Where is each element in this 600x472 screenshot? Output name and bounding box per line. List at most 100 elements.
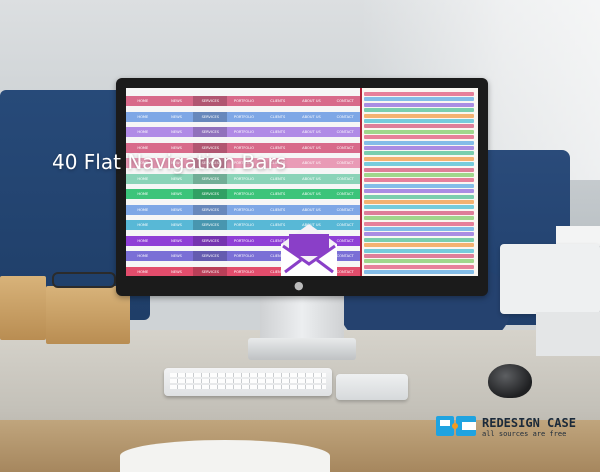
nav-bar-item: SERVICES xyxy=(193,173,228,184)
brand-logo: REDESIGN CASE all sources are free xyxy=(436,414,600,440)
nav-bar-item: CLIENTS xyxy=(270,99,286,103)
nav-bar-thumb xyxy=(364,254,474,258)
nav-bar-item: HOME xyxy=(137,114,149,119)
nav-bar-item: NEWS xyxy=(171,254,182,258)
nav-bar-thumb xyxy=(364,270,474,275)
nav-bar-thumb xyxy=(364,102,474,107)
nav-bar-thumb xyxy=(364,210,474,215)
nav-bar-item: SERVICES xyxy=(193,220,228,230)
nav-bar-item: HOME xyxy=(137,99,149,103)
glasses xyxy=(52,272,116,288)
nav-bar-thumb xyxy=(364,108,474,113)
nav-bar-item: CONTACT xyxy=(336,207,354,212)
nav-bar-thumb xyxy=(364,173,474,177)
nav-bar-item: CLIENTS xyxy=(270,238,286,243)
nav-bar-item: NEWS xyxy=(171,161,182,165)
nav-bar-item: CONTACT xyxy=(336,145,354,150)
nav-bar-item: NEWS xyxy=(171,99,182,103)
nav-bar-item: CLIENTS xyxy=(270,192,286,196)
nav-bar-item: ABOUT US xyxy=(302,114,321,119)
nav-bar-item: CONTACT xyxy=(336,238,354,243)
nav-bar-thumb xyxy=(364,183,474,188)
nav-bar-item: HOME xyxy=(137,130,149,134)
nav-bar-item: SERVICES xyxy=(193,96,228,106)
apple-logo-icon: ● xyxy=(294,279,304,292)
nav-bar-thumb xyxy=(364,178,474,183)
nav-bar-thumb xyxy=(364,227,474,231)
nav-bar-item: CLIENTS xyxy=(270,223,286,227)
nav-bar-thumb xyxy=(364,113,474,118)
nav-bar-item: NEWS xyxy=(171,223,182,227)
trackpad xyxy=(336,374,408,400)
nav-bar-item: CONTACT xyxy=(336,161,354,165)
nav-bar-item: CLIENTS xyxy=(270,145,286,150)
nav-bar-item: NEWS xyxy=(171,130,182,134)
monitor-stand-foot xyxy=(248,338,356,360)
wooden-box-right xyxy=(46,286,130,344)
nav-bar-item: NEWS xyxy=(171,238,182,243)
nav-bar-item: HOME xyxy=(137,238,149,243)
nav-bar-thumb xyxy=(364,232,474,237)
nav-bar-thumb xyxy=(364,248,474,253)
mail-icon xyxy=(281,224,337,276)
nav-bar-item: HOME xyxy=(137,254,149,258)
nav-bar-thumb xyxy=(364,264,474,269)
nav-bar-item: NEWS xyxy=(171,176,182,181)
nav-bar-item: NEWS xyxy=(171,114,182,119)
nav-bar-item: CLIENTS xyxy=(270,176,286,181)
nav-bar-item: SERVICES xyxy=(193,127,228,137)
nav-bar-item: ABOUT US xyxy=(302,130,321,134)
white-device xyxy=(500,244,600,314)
nav-bar-item: ABOUT US xyxy=(302,161,321,165)
brand-name: REDESIGN CASE xyxy=(482,416,576,430)
nav-bar-item: SERVICES xyxy=(193,158,228,168)
nav-bar-item: CLIENTS xyxy=(270,207,286,212)
nav-bar-item: CLIENTS xyxy=(270,269,286,274)
nav-bar-thumb xyxy=(364,129,474,134)
nav-bar-item: CONTACT xyxy=(336,176,354,181)
nav-bar-thumb xyxy=(364,189,474,194)
nav-bar-thumb xyxy=(364,243,474,248)
monitor-stand-neck xyxy=(260,296,344,342)
nav-bar-item: PORTFOLIO xyxy=(233,145,255,150)
nav-bar-thumb xyxy=(364,259,474,264)
nav-bar-item: PORTFOLIO xyxy=(233,192,255,196)
nav-bar-item: CONTACT xyxy=(336,114,354,119)
keyboard xyxy=(164,368,332,396)
nav-bar-item: SERVICES xyxy=(193,111,228,122)
nav-bar-item: NEWS xyxy=(171,269,182,274)
white-device-stand xyxy=(536,312,600,356)
nav-bar-item: ABOUT US xyxy=(302,99,321,103)
nav-bar-preview: HOME NEWS SERVICES PORTFOLIO CLIENTS ABOUT US… xyxy=(126,142,362,153)
key-row xyxy=(170,373,326,377)
nav-bar-item: PORTFOLIO xyxy=(233,269,255,274)
nav-bar-item: SERVICES xyxy=(193,204,228,215)
nav-bar-item: HOME xyxy=(137,176,149,181)
nav-bar-item: SERVICES xyxy=(193,266,228,276)
nav-bar-item: PORTFOLIO xyxy=(233,223,255,227)
nav-bar-item: ABOUT US xyxy=(302,145,321,150)
nav-bar-item: ABOUT US xyxy=(302,207,321,212)
nav-bar-thumb xyxy=(364,162,474,167)
nav-bar-thumb xyxy=(364,124,474,129)
nav-bar-item: NEWS xyxy=(171,145,182,150)
nav-bar-thumb xyxy=(364,135,474,140)
mouse xyxy=(488,364,532,398)
nav-bar-item: PORTFOLIO xyxy=(233,99,255,103)
nav-bar-thumb xyxy=(364,216,474,221)
nav-bar-item: HOME xyxy=(137,145,149,150)
nav-bar-item: CONTACT xyxy=(336,192,354,196)
nav-bar-item: PORTFOLIO xyxy=(233,238,255,243)
brand-tagline: all sources are free xyxy=(482,430,567,438)
nav-bar-item: CLIENTS xyxy=(270,114,286,119)
nav-bar-item: CLIENTS xyxy=(270,161,286,165)
nav-bar-item: SERVICES xyxy=(193,142,228,153)
nav-bar-thumb xyxy=(364,97,474,102)
nav-bar-thumb xyxy=(364,119,474,123)
nav-bars-preview-right xyxy=(362,88,478,276)
nav-bar-item: PORTFOLIO xyxy=(233,114,255,119)
